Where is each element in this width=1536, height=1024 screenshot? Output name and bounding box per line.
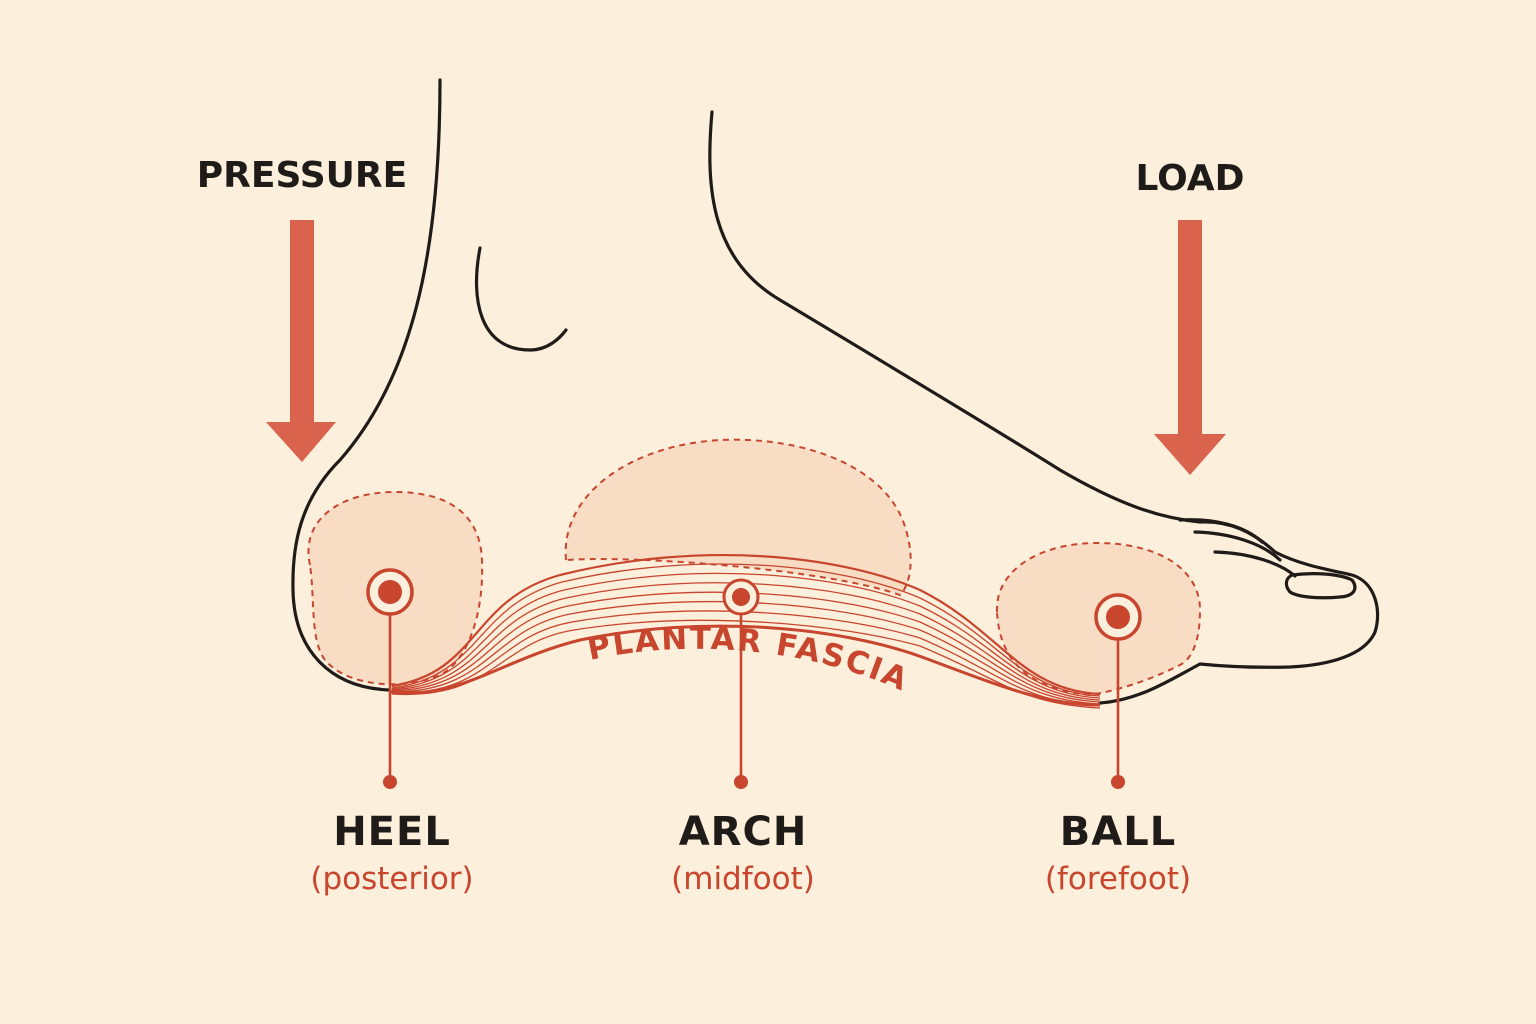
heel-callout: HEEL (posterior) <box>310 568 474 897</box>
load-arrow-icon <box>1154 220 1226 475</box>
heel-leg-outline <box>291 78 442 692</box>
pressure-arrow-icon <box>266 220 336 462</box>
heel-label: HEEL <box>333 809 451 855</box>
fascia-top-edge <box>391 553 1101 696</box>
fascia-bottom-edge <box>389 624 1101 707</box>
ball-sublabel: (forefoot) <box>1045 861 1191 897</box>
arch-zone <box>564 438 912 597</box>
heel-leader-end <box>383 775 397 789</box>
load-label: LOAD <box>1135 158 1244 199</box>
heel-marker-dot <box>378 580 402 604</box>
arch-callout: ARCH (midfoot) <box>671 578 815 897</box>
fascia-fiber <box>391 572 1101 699</box>
arch-sublabel: (midfoot) <box>671 861 815 897</box>
ball-label: BALL <box>1060 809 1176 855</box>
fascia-fiber <box>391 563 1101 697</box>
big-toe-nail <box>1284 572 1357 600</box>
plantar-fascia-band: PLANTAR FASCIA <box>389 553 1101 709</box>
pressure-label: PRESSURE <box>197 155 407 196</box>
arch-leader-end <box>734 775 748 789</box>
ankle-bone-curve <box>474 246 568 352</box>
top-of-foot-outline <box>708 110 1380 705</box>
ball-leader-end <box>1111 775 1125 789</box>
pressure-arrow-group: PRESSURE <box>197 155 407 462</box>
toe-line-3 <box>1213 550 1297 578</box>
fascia-fiber <box>391 619 1101 709</box>
fascia-fiber <box>391 610 1101 707</box>
load-arrow-group: LOAD <box>1135 158 1245 475</box>
arch-label: ARCH <box>679 809 808 855</box>
foot-outline <box>291 78 1380 705</box>
toe-line-2 <box>1193 530 1282 562</box>
toe-line-1 <box>1178 518 1264 544</box>
plantar-fascia-label: PLANTAR FASCIA <box>584 621 914 699</box>
ball-callout: BALL (forefoot) <box>1045 593 1191 897</box>
heel-sublabel: (posterior) <box>310 861 473 897</box>
arch-marker-dot <box>732 588 750 606</box>
ball-marker-dot <box>1106 605 1130 629</box>
